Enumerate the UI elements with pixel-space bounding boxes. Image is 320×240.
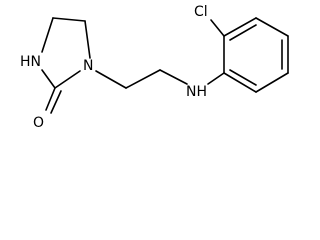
bond-ar2-ar3 <box>223 17 257 37</box>
bond-c2-n3 <box>41 69 56 89</box>
aromatic-inner-3 <box>229 69 257 86</box>
bond-c-cl <box>210 19 225 37</box>
bond-n1-ch2 <box>95 70 127 89</box>
imidazolidinone-ring <box>41 17 91 114</box>
atom-label-carbonyl-o: O <box>33 115 44 131</box>
chlorophenyl-ring <box>210 17 289 93</box>
bond-ar3-ar4 <box>255 17 289 37</box>
bond-ch2-ch2 <box>125 69 161 89</box>
bond-n1-c2 <box>54 70 81 89</box>
bond-c2-o-1 <box>45 87 56 111</box>
ethyl-linker <box>95 69 188 89</box>
bond-nh-aryl <box>207 72 225 85</box>
bond-ch2-nh <box>159 69 188 85</box>
atom-label-cl: Cl <box>194 4 208 20</box>
aromatic-inner-1 <box>229 24 257 41</box>
bond-ar5-ar6 <box>255 72 289 93</box>
bond-c4-c5 <box>52 17 86 22</box>
chemical-structure-diagram: Cl NH HN N O <box>20 4 289 131</box>
atom-label-ring-n: N <box>83 58 93 74</box>
bond-c5-n1 <box>84 20 91 59</box>
atom-label-ring-nh: HN <box>20 54 41 70</box>
bond-n3-c4 <box>41 17 54 53</box>
atom-label-amine-nh: NH <box>186 84 207 100</box>
bond-ar6-ar1 <box>223 72 257 93</box>
bond-c2-o-2 <box>50 90 62 114</box>
